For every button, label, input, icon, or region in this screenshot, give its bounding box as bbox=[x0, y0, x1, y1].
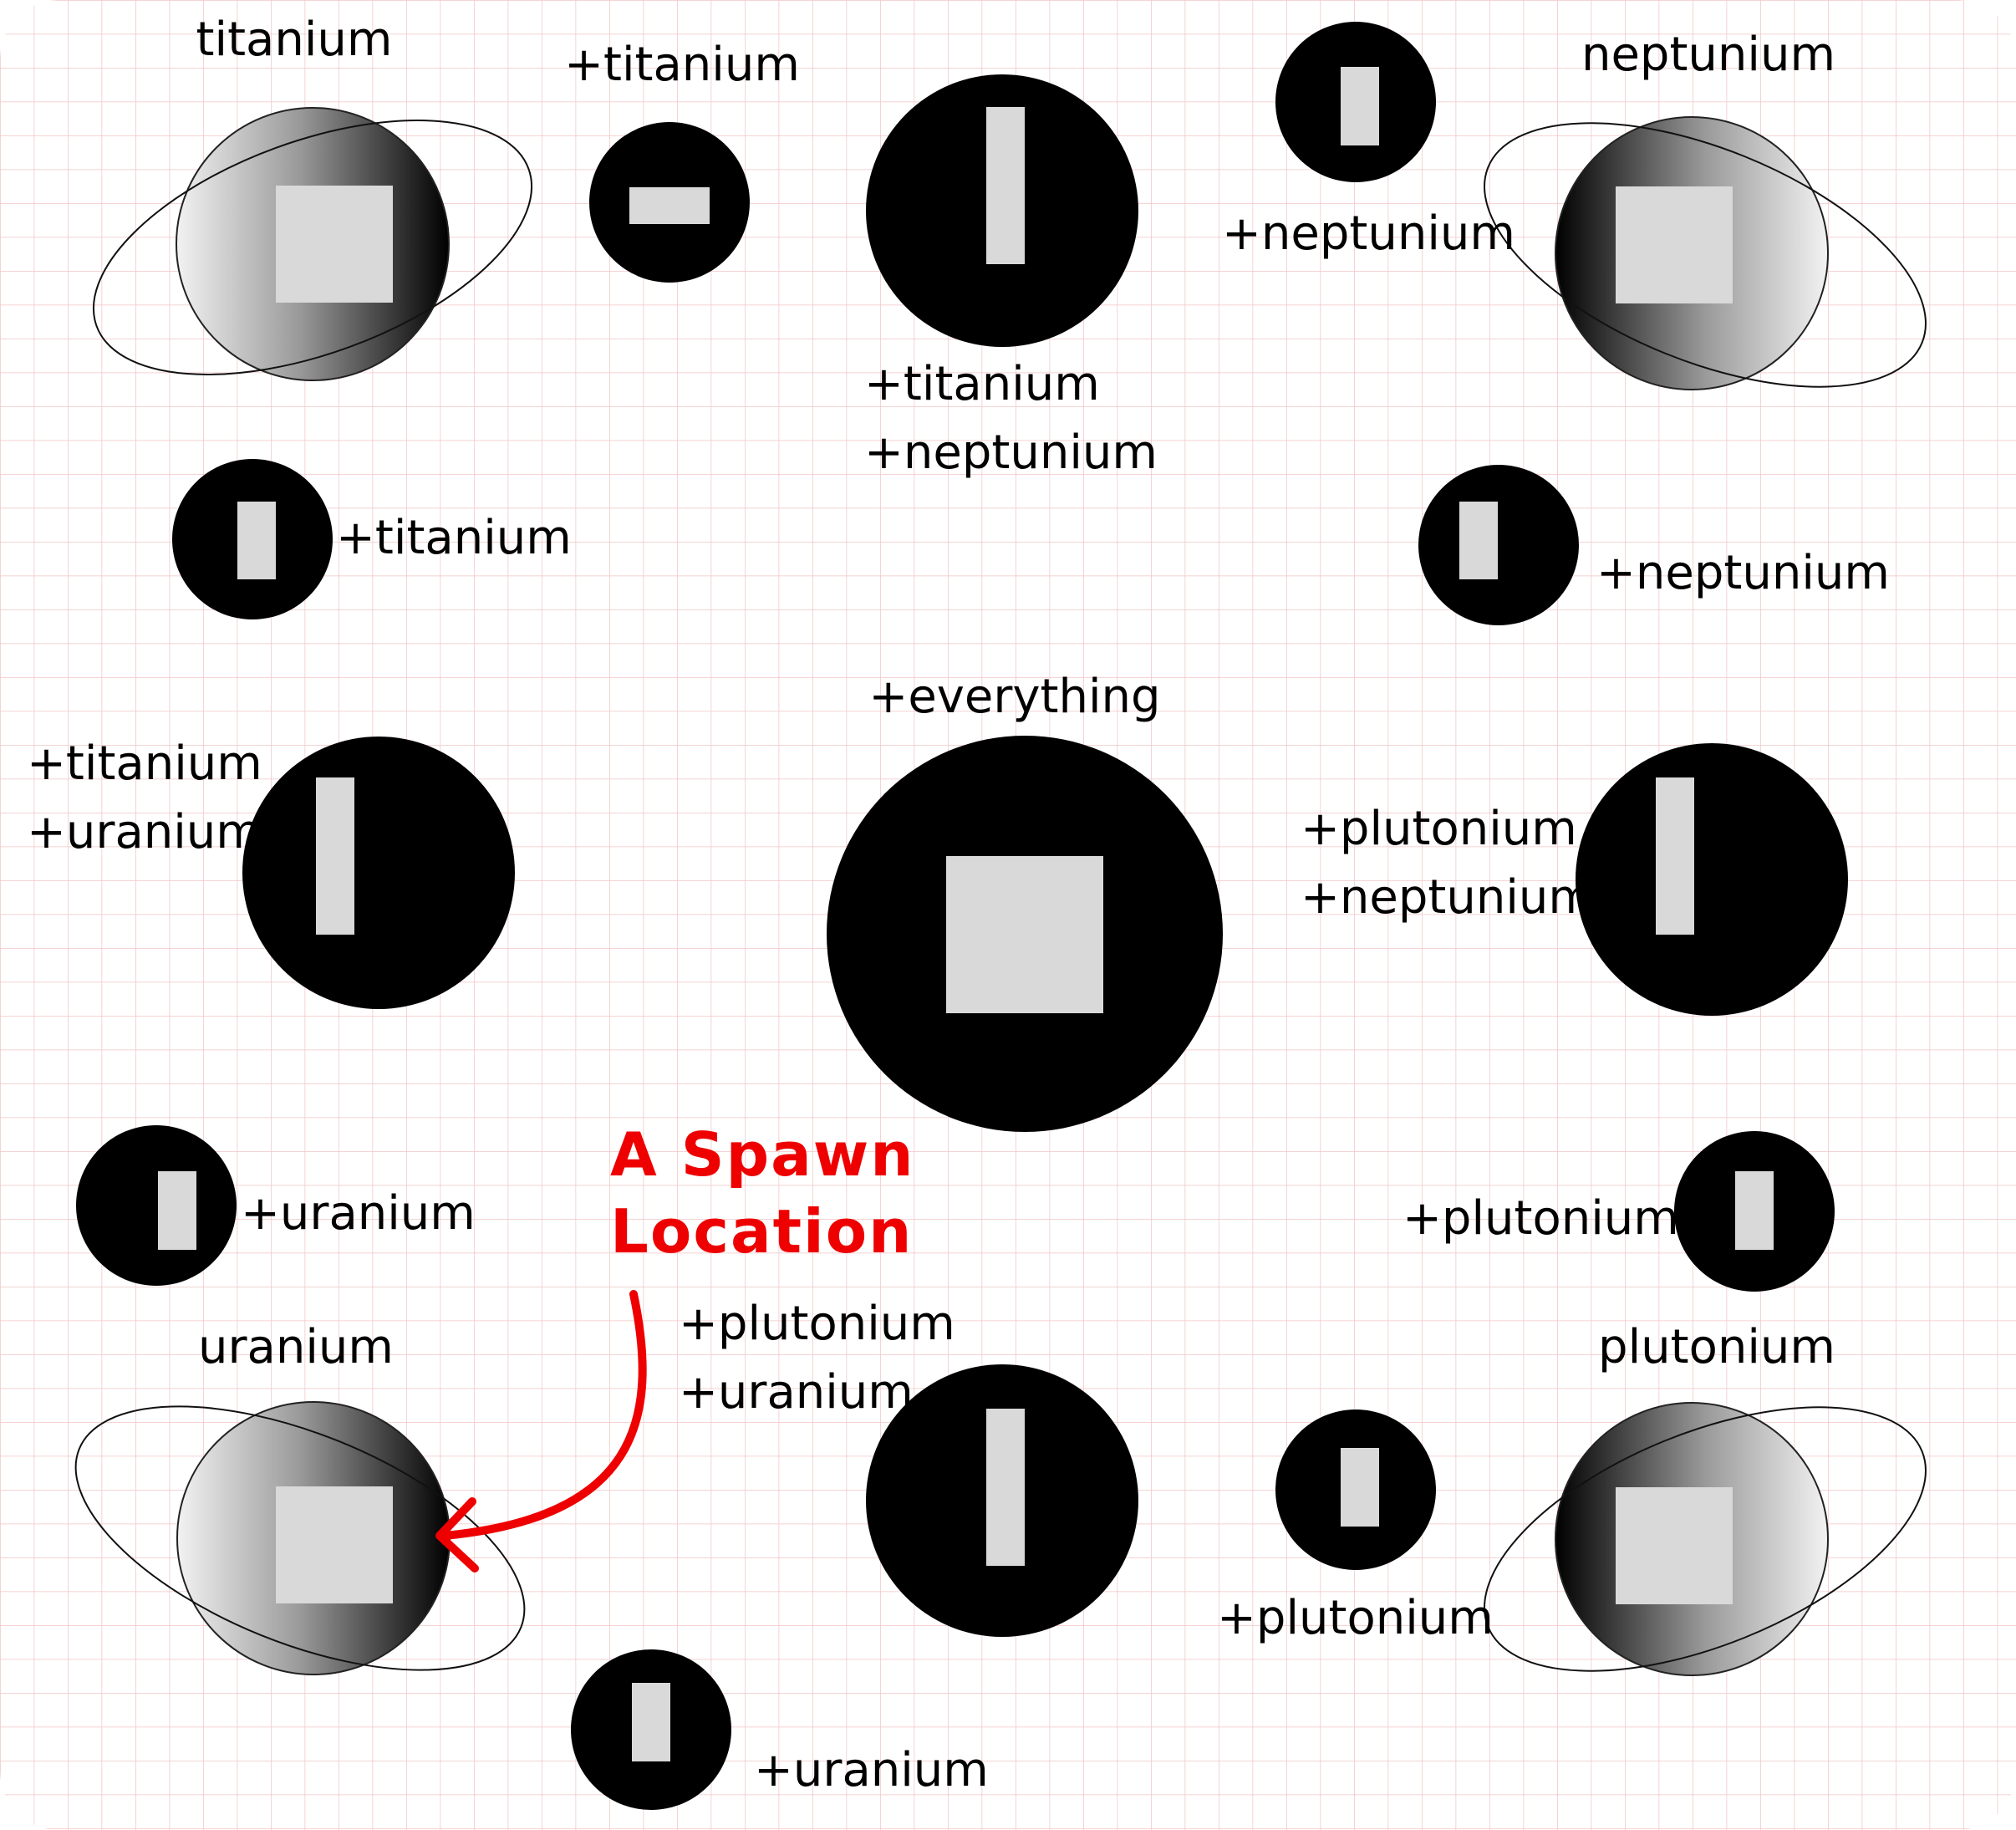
node-label-line1: +titanium bbox=[27, 737, 262, 791]
node-bottom-small-uranium: +uranium bbox=[571, 1649, 989, 1810]
node-label: +neptunium bbox=[1596, 546, 1890, 600]
planet-plutonium: plutonium bbox=[1484, 1320, 1927, 1676]
node-label: +uranium bbox=[241, 1186, 476, 1241]
planet-label: uranium bbox=[198, 1320, 394, 1374]
node-bottom-small-plutonium: +plutonium bbox=[1217, 1409, 1494, 1645]
node-label: +titanium bbox=[564, 38, 800, 92]
node-left-small-titanium: +titanium bbox=[172, 459, 572, 619]
node-label-line2: +uranium bbox=[27, 805, 262, 859]
node-top-center: +titanium +neptunium bbox=[864, 74, 1158, 480]
annotation-line2: Location bbox=[610, 1196, 913, 1267]
node-label-line2: +neptunium bbox=[864, 426, 1158, 480]
node-right-small-neptunium: +neptunium bbox=[1418, 465, 1890, 625]
node-label: +neptunium bbox=[1222, 206, 1515, 261]
node-label-line1: +plutonium bbox=[679, 1297, 955, 1351]
planet-neptunium: neptunium bbox=[1484, 28, 1927, 390]
node-label: +uranium bbox=[754, 1743, 989, 1797]
node-label: +plutonium bbox=[1217, 1591, 1494, 1645]
node-label: +plutonium bbox=[1403, 1191, 1679, 1246]
node-right-mid: +plutonium +neptunium bbox=[1301, 743, 1848, 1016]
planet-label: titanium bbox=[196, 13, 393, 67]
node-bottom-center: +plutonium +uranium bbox=[679, 1297, 1138, 1637]
planet-titanium: titanium bbox=[92, 13, 533, 381]
spawn-annotation: A Spawn Location bbox=[435, 1119, 915, 1573]
node-top-small-titanium: +titanium bbox=[564, 38, 800, 283]
node-label: +everything bbox=[868, 670, 1160, 724]
node-label-line2: +uranium bbox=[679, 1365, 914, 1420]
node-center-everything: +everything bbox=[827, 670, 1223, 1132]
node-label-line1: +plutonium bbox=[1301, 802, 1577, 856]
planet-label: plutonium bbox=[1598, 1320, 1835, 1374]
node-label: +titanium bbox=[336, 511, 572, 565]
node-label-line1: +titanium bbox=[864, 357, 1100, 411]
node-right-small-plutonium: +plutonium bbox=[1403, 1131, 1835, 1292]
arrowhead-icon bbox=[435, 1497, 479, 1573]
node-left-mid: +titanium +uranium bbox=[27, 737, 515, 1009]
node-label-line2: +neptunium bbox=[1301, 870, 1594, 925]
annotation-line1: A Spawn bbox=[610, 1119, 915, 1190]
node-left-small-uranium: +uranium bbox=[76, 1125, 476, 1286]
node-top-small-neptunium: +neptunium bbox=[1222, 22, 1515, 261]
planet-label: neptunium bbox=[1581, 28, 1835, 82]
arrow-icon bbox=[440, 1290, 647, 1540]
